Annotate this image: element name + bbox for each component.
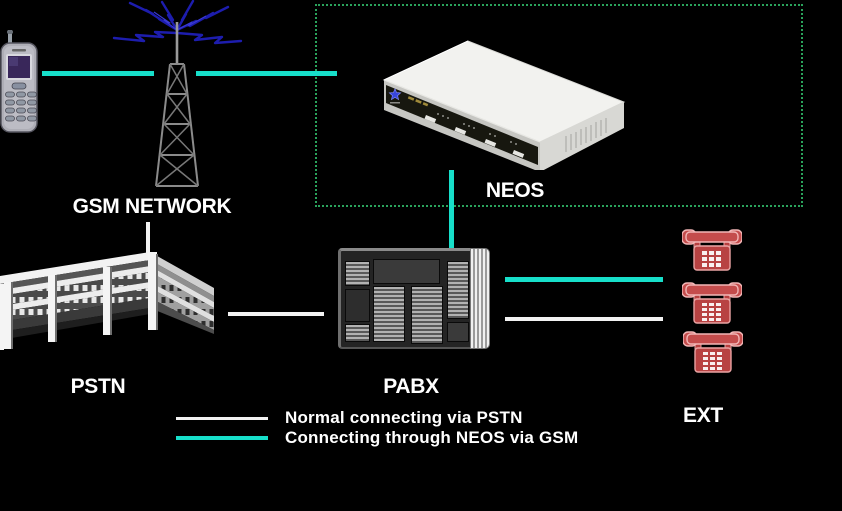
ext-label: EXT (683, 404, 723, 427)
legend-item-gsm: Connecting through NEOS via GSM (176, 428, 578, 448)
pstn-label: PSTN (70, 375, 126, 398)
gsm-tower-icon (112, 0, 243, 187)
neos-gateway-icon (382, 40, 626, 170)
pabx-label: PABX (383, 375, 439, 398)
ext-phone-icon (682, 229, 742, 271)
lightning-icon (112, 0, 243, 45)
pabx-icon (338, 248, 490, 349)
link-gsmnetwork-to-pstn (146, 222, 150, 262)
pabx-stack-edge (470, 248, 490, 349)
link-phone-to-tower-gsm (42, 71, 154, 76)
building-pillars (0, 252, 158, 350)
link-tower-to-neos-gsm (196, 71, 337, 76)
link-pabx-to-ext-pstn (505, 317, 663, 321)
link-pstn-to-pabx (228, 312, 324, 316)
neos-label: NEOS (485, 179, 545, 202)
link-neos-to-pabx-gsm (449, 170, 454, 248)
legend-item-pstn: Normal connecting via PSTN (176, 408, 523, 428)
legend-label-gsm: Connecting through NEOS via GSM (285, 428, 579, 447)
legend-line-pstn (176, 416, 268, 420)
neos-logo-star (388, 88, 402, 101)
neos-zone-border (315, 4, 803, 207)
gsm-network-label: GSM NETWORK (72, 195, 232, 218)
ext-phone-icon (682, 282, 742, 324)
mobile-phone-icon (0, 30, 38, 133)
legend-label-pstn: Normal connecting via PSTN (285, 408, 523, 427)
legend-line-gsm (176, 436, 268, 440)
link-pabx-to-ext-gsm (505, 277, 663, 282)
ext-phone-icon (683, 331, 743, 373)
pstn-building-icon (0, 252, 214, 350)
